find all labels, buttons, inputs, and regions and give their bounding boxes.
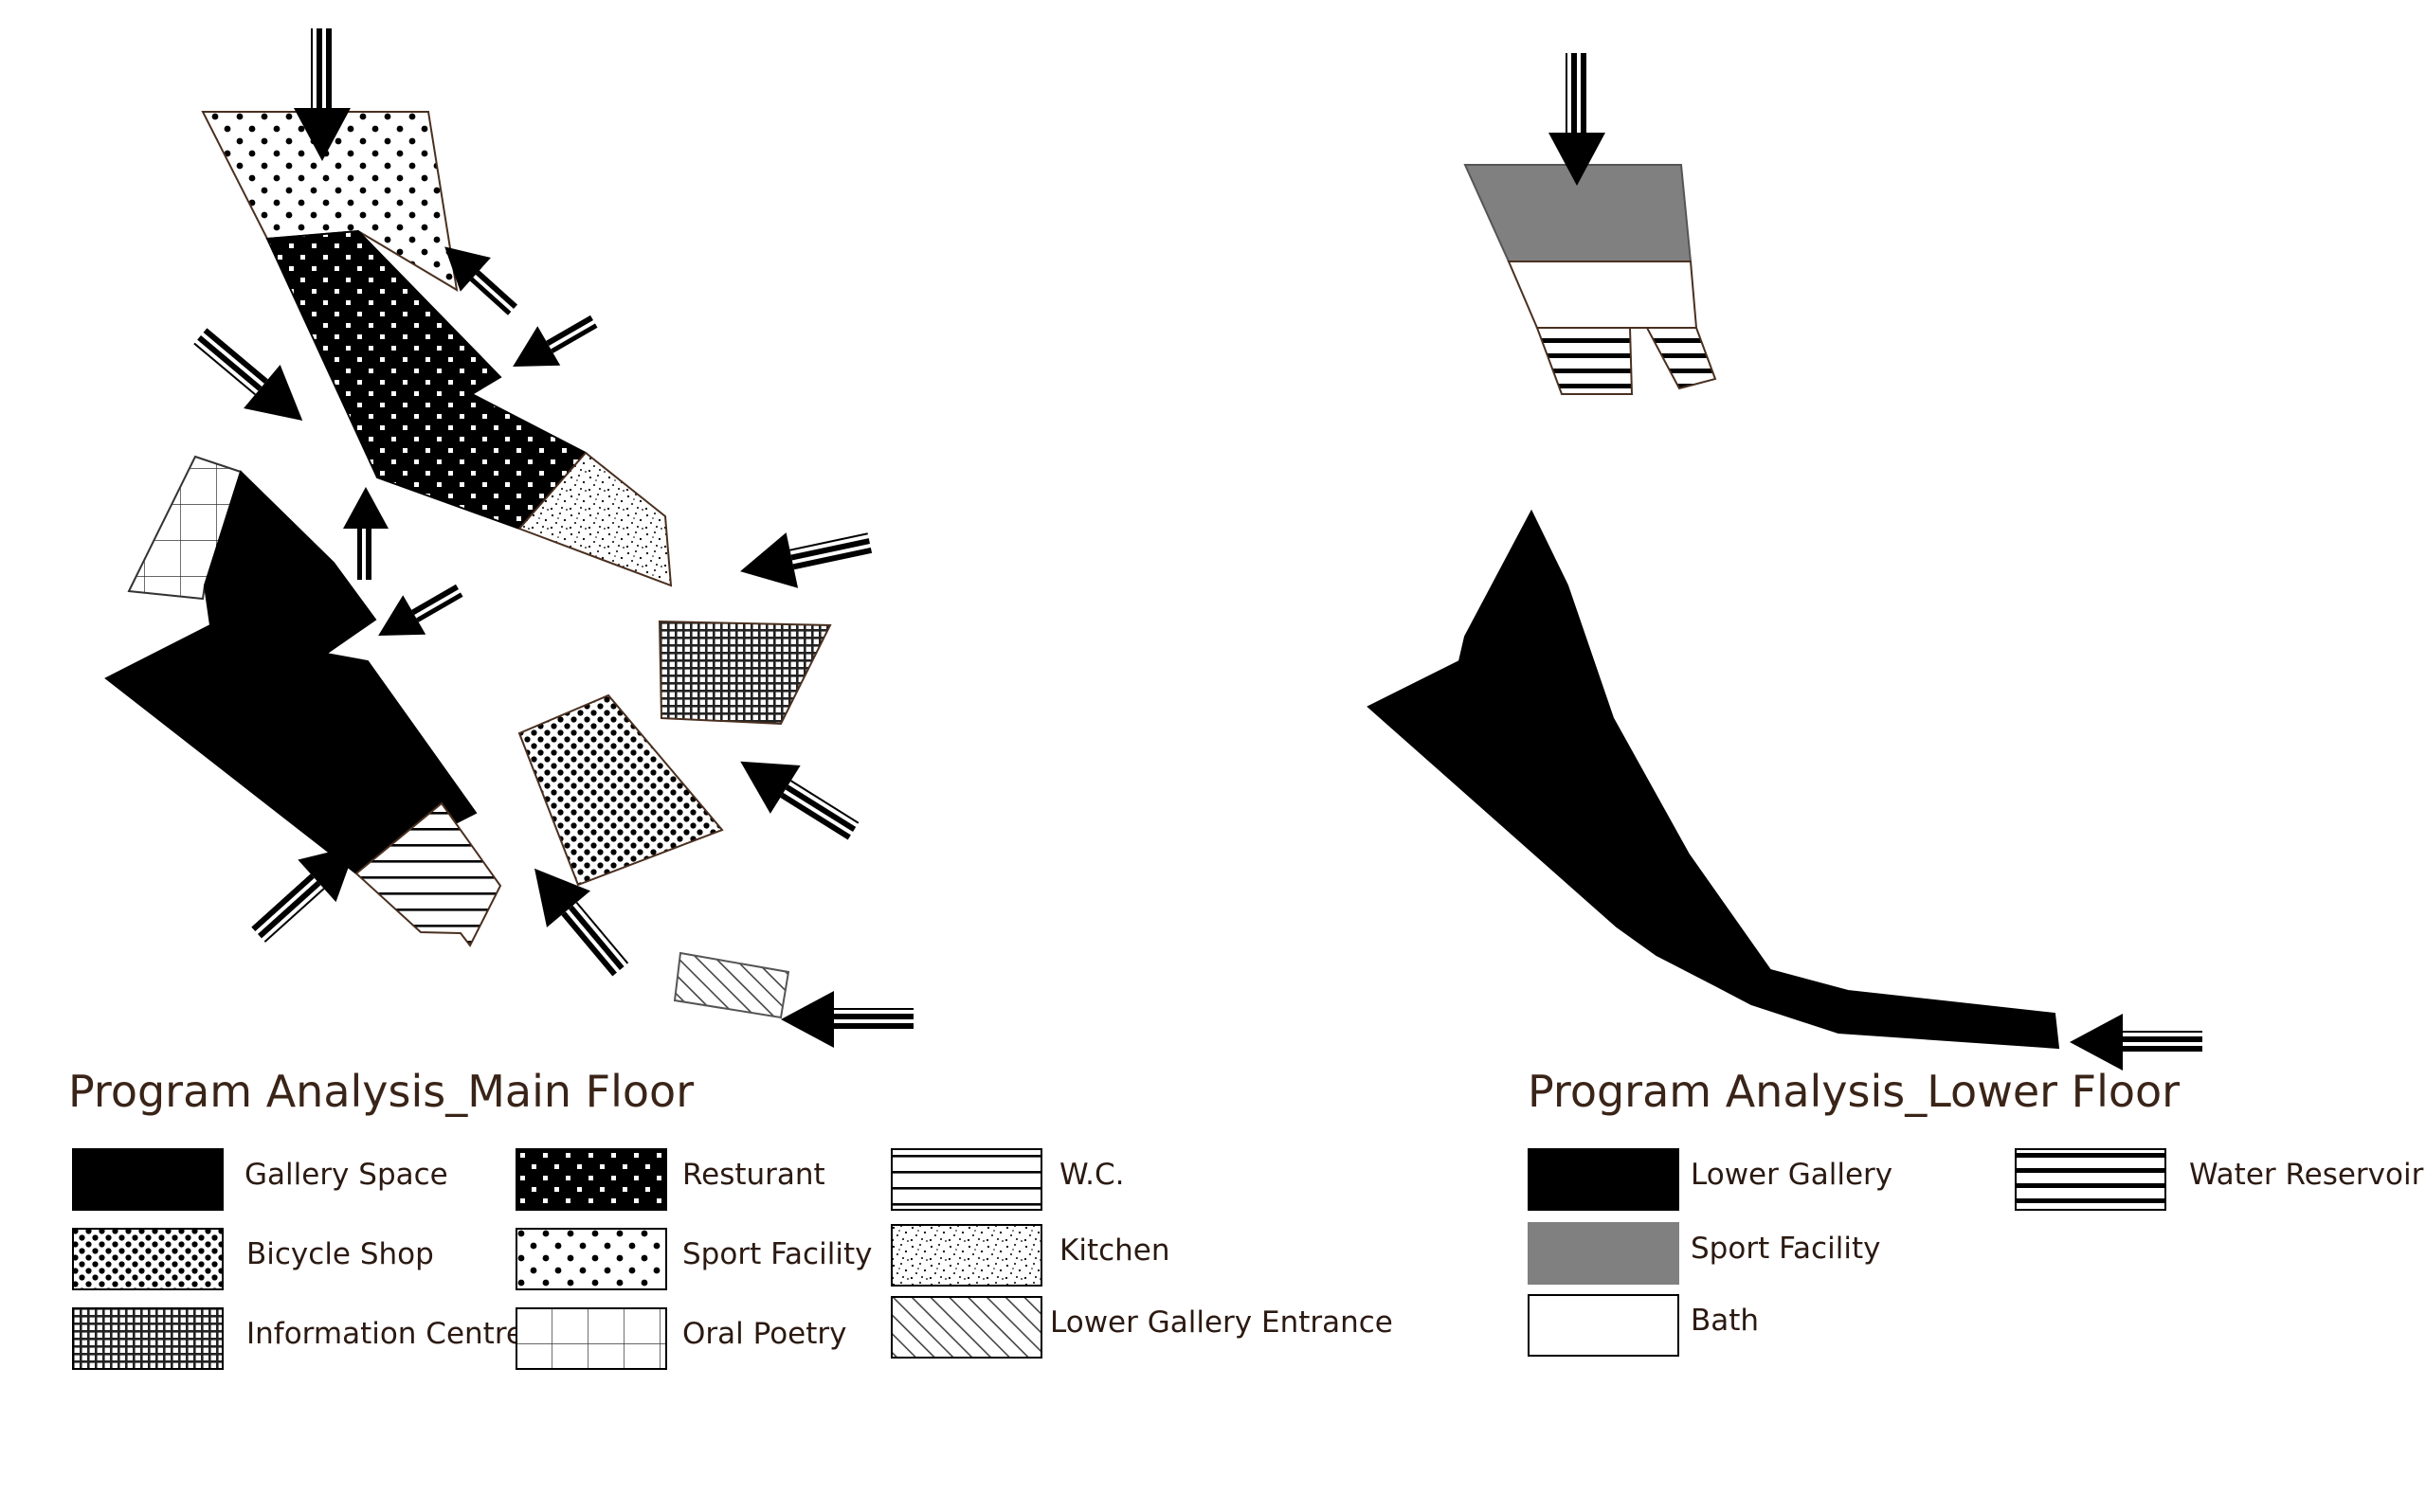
swatch-sparse-dots [516, 1228, 667, 1290]
legend-label: Gallery Space [244, 1158, 448, 1192]
lower-gallery-entrance-block [673, 951, 790, 1019]
information-centre-block [658, 620, 832, 726]
legend-label: Oral Poetry [682, 1317, 847, 1351]
water-reservoir-block [1535, 327, 1634, 395]
entry-arrow-icon [725, 737, 868, 856]
bath-block [1507, 261, 1698, 329]
legend-label: Sport Facility [1691, 1232, 1881, 1266]
sport-facility-block [201, 111, 459, 292]
main-floor-plan [104, 28, 914, 1048]
kitchen-block [517, 451, 673, 587]
water-reservoir-block [1645, 327, 1717, 390]
lower-floor-title: Program Analysis_Lower Floor [1528, 1066, 2181, 1117]
swatch-solid-grey [1528, 1222, 1679, 1285]
legend-label: Sport Facility [682, 1237, 873, 1271]
swatch-dense-dots [72, 1228, 224, 1290]
swatch-horizontal-lines [891, 1148, 1042, 1211]
legend-label: Kitchen [1059, 1233, 1170, 1268]
entry-arrow-icon [367, 569, 470, 656]
main-floor-title: Program Analysis_Main Floor [68, 1066, 695, 1117]
swatch-solid-black [1528, 1148, 1679, 1211]
entry-arrow-icon [343, 487, 389, 580]
swatch-stipple [891, 1224, 1042, 1287]
swatch-thick-horizontal-lines [2015, 1148, 2166, 1211]
legend-label: Bath [1691, 1304, 1760, 1338]
legend-label: Resturant [682, 1158, 825, 1192]
swatch-diagonal-hatch [891, 1296, 1042, 1359]
swatch-solid-black [72, 1148, 224, 1211]
legend-label: Lower Gallery Entrance [1050, 1305, 1393, 1340]
restaurant-block [265, 229, 588, 531]
entry-arrow-icon [501, 300, 605, 387]
legend-label: Bicycle Shop [246, 1237, 434, 1271]
swatch-white-squares [516, 1148, 667, 1211]
entry-arrow-icon [182, 314, 321, 442]
legend-label: Lower Gallery [1691, 1158, 1893, 1192]
entry-arrow-icon [2070, 1014, 2202, 1071]
bicycle-shop-block [517, 693, 724, 887]
entry-arrow-icon [733, 515, 877, 600]
lower-floor-plan [1367, 53, 2202, 1071]
swatch-white [1528, 1294, 1679, 1357]
swatch-open-grid [516, 1307, 667, 1370]
lower-gallery-block [1367, 509, 2060, 1050]
wc-block [354, 801, 502, 947]
swatch-fine-grid [72, 1307, 224, 1370]
legend-label: W.C. [1059, 1158, 1125, 1192]
legend-label: Water Reservoir [2189, 1158, 2424, 1192]
gallery-space-block [104, 470, 478, 875]
legend-label: Information Centre [246, 1317, 524, 1351]
entry-arrow-icon [781, 991, 914, 1048]
